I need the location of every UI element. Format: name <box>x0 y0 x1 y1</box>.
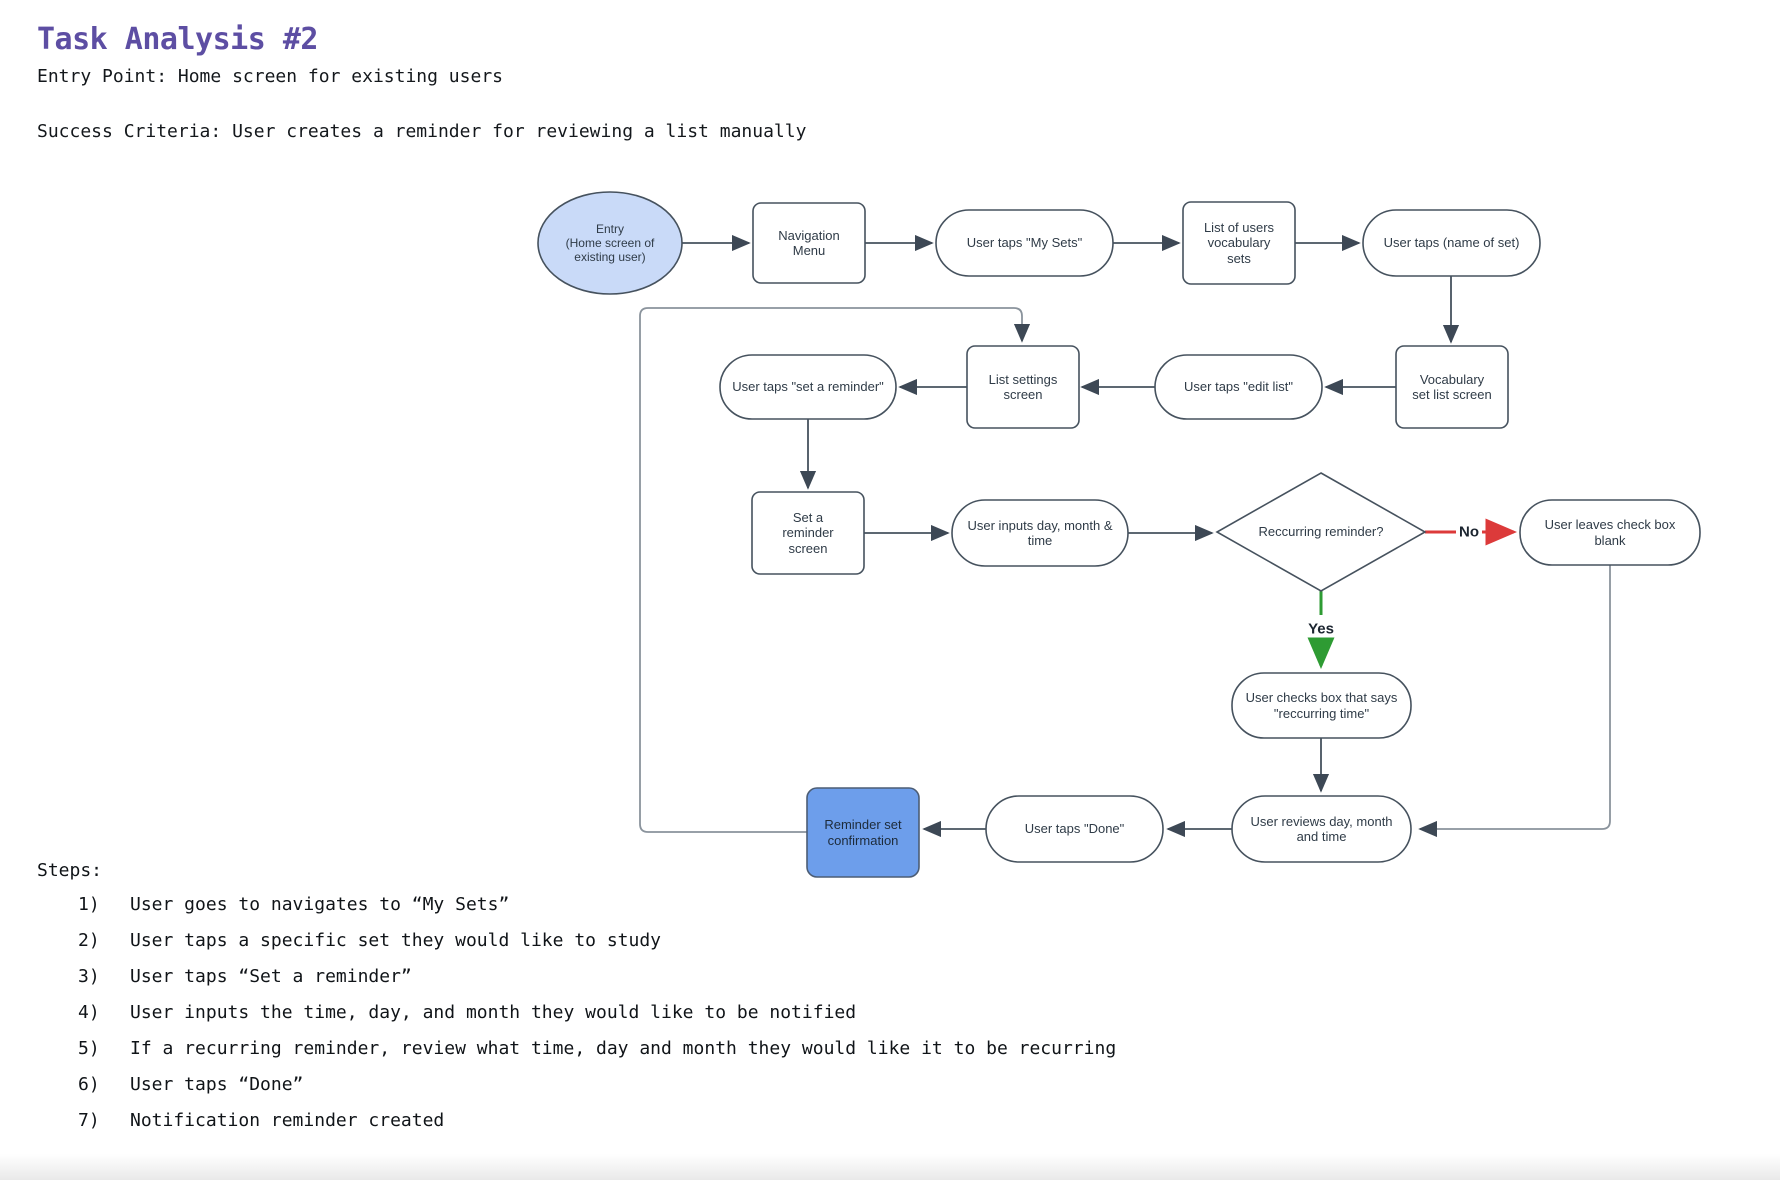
node-entry-shape <box>537 191 683 295</box>
node-leaves-checkbox-blank-shape <box>1519 499 1701 566</box>
node-navigation-menu-shape <box>752 202 866 284</box>
node-taps-edit-list-shape <box>1154 354 1323 420</box>
node-taps-done-shape <box>985 795 1164 863</box>
step-number: 6) <box>78 1074 100 1095</box>
step-item: 5) If a recurring reminder, review what t… <box>78 1038 1116 1059</box>
step-text: Notification reminder created <box>130 1110 445 1131</box>
step-text: If a recurring reminder, review what tim… <box>130 1038 1117 1059</box>
step-text: User taps “Done” <box>130 1074 304 1095</box>
node-taps-name-of-set-shape <box>1362 209 1541 277</box>
edge-loop-to-list-settings <box>639 307 1031 833</box>
node-list-settings-shape <box>966 345 1080 429</box>
step-item: 1) User goes to navigates to “My Sets” <box>78 894 509 915</box>
page-bottom-fade <box>0 1154 1780 1180</box>
step-item: 6) User taps “Done” <box>78 1074 303 1095</box>
step-number: 2) <box>78 930 100 951</box>
step-text: User taps “Set a reminder” <box>130 966 412 987</box>
node-taps-set-reminder-shape <box>719 354 897 420</box>
steps-heading: Steps: <box>37 860 103 881</box>
node-recurring-decision-shape <box>1215 472 1427 592</box>
node-reviews-day-month-time-shape <box>1231 795 1412 863</box>
step-number: 5) <box>78 1038 100 1059</box>
node-vocab-set-list-shape <box>1395 345 1509 429</box>
step-text: User inputs the time, day, and month the… <box>130 1002 857 1023</box>
step-number: 7) <box>78 1110 100 1131</box>
node-inputs-day-month-time-shape <box>951 499 1129 567</box>
step-number: 1) <box>78 894 100 915</box>
step-item: 3) User taps “Set a reminder” <box>78 966 412 987</box>
step-item: 4) User inputs the time, day, and month t… <box>78 1002 856 1023</box>
node-list-of-sets-shape <box>1182 201 1296 285</box>
node-set-reminder-screen-shape <box>751 491 865 575</box>
step-text: User goes to navigates to “My Sets” <box>130 894 510 915</box>
success-criteria-text: Success Criteria: User creates a reminde… <box>37 121 807 142</box>
step-number: 4) <box>78 1002 100 1023</box>
step-item: 2) User taps a specific set they would li… <box>78 930 661 951</box>
edge-blank-to-reviews <box>1418 565 1611 838</box>
node-checks-recurring-box-shape <box>1231 672 1412 739</box>
step-number: 3) <box>78 966 100 987</box>
node-taps-my-sets-shape <box>935 209 1114 277</box>
node-reminder-confirmation-shape <box>806 787 920 878</box>
step-text: User taps a specific set they would like… <box>130 930 662 951</box>
entry-point-text: Entry Point: Home screen for existing us… <box>37 66 503 87</box>
page-title: Task Analysis #2 <box>37 22 318 57</box>
step-item: 7) Notification reminder created <box>78 1110 444 1131</box>
